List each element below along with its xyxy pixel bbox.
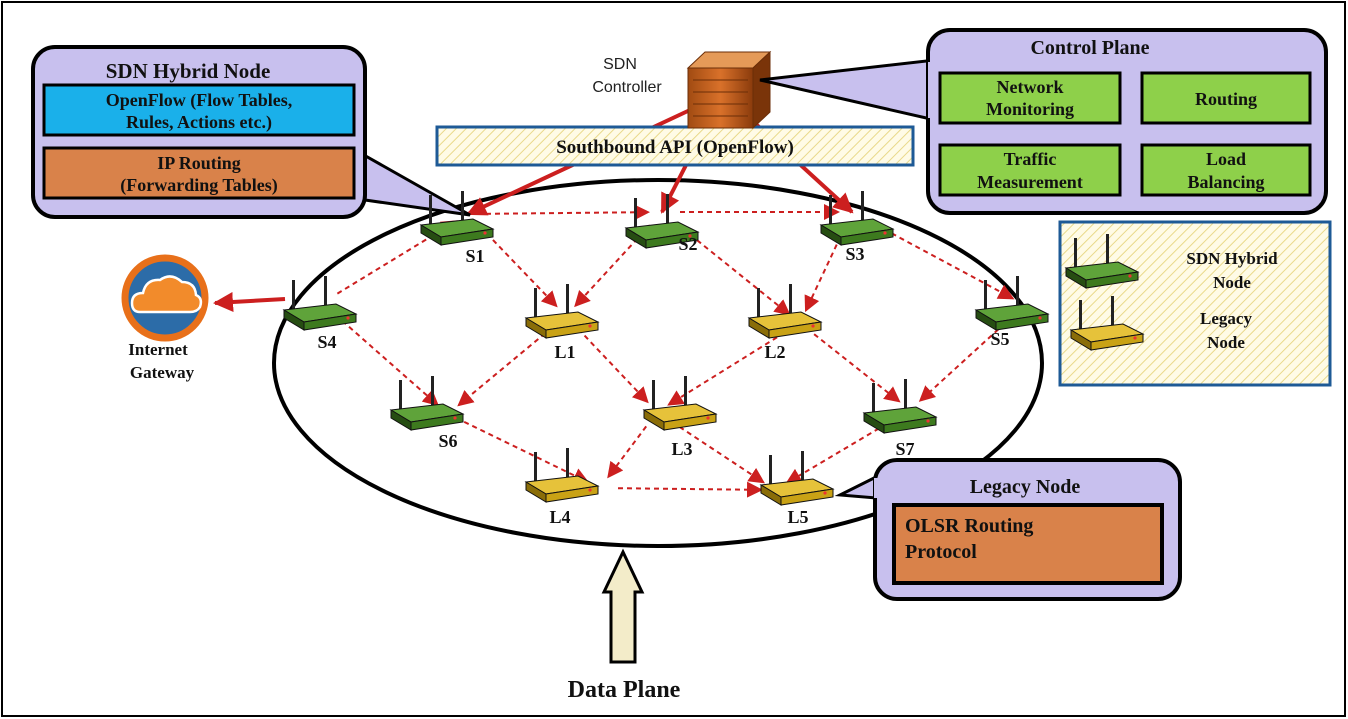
router-s5-icon xyxy=(974,276,1050,331)
ip-routing-line2: (Forwarding Tables) xyxy=(120,175,278,196)
cloud-icon xyxy=(121,254,209,342)
router-s1-icon xyxy=(419,191,495,246)
legend-hybrid-router-icon xyxy=(1064,234,1140,289)
mesh-links xyxy=(334,204,1015,498)
router-s7-icon xyxy=(862,379,938,434)
link-s5-s7 xyxy=(918,316,1013,402)
olsr-line2: Protocol xyxy=(905,541,977,563)
hybrid-callout-title: SDN Hybrid Node xyxy=(106,59,271,83)
legacy-node-callout: Legacy Node OLSR Routing Protocol xyxy=(834,458,1182,601)
legend-legacy-line1: Legacy xyxy=(1200,309,1252,328)
southbound-api-label: Southbound API (OpenFlow) xyxy=(556,137,794,158)
router-s2-icon xyxy=(624,194,700,249)
link-l2-s7 xyxy=(813,333,901,403)
gateway-link xyxy=(213,291,286,312)
legend-hybrid-line2: Node xyxy=(1213,273,1251,292)
ip-routing-line1: IP Routing xyxy=(157,153,241,173)
link-s2-l2 xyxy=(675,222,791,316)
cp-item-traffic-measurement xyxy=(938,143,1122,197)
openflow-box xyxy=(42,83,356,137)
cp-item-3-line1: Load xyxy=(1206,149,1246,169)
ip-routing-box xyxy=(42,146,356,200)
node-label-s6: S6 xyxy=(438,431,457,451)
data-plane-ellipse xyxy=(272,178,1044,548)
node-label-l2: L2 xyxy=(764,342,785,362)
link-l3-l4 xyxy=(607,425,648,479)
cp-item-routing xyxy=(1140,71,1312,125)
gateway-label-line2: Gateway xyxy=(130,363,195,382)
legend-legacy-router-icon xyxy=(1069,296,1145,351)
node-label-s4: S4 xyxy=(317,332,336,352)
router-s3-icon xyxy=(819,191,895,246)
link-l2-l3 xyxy=(667,331,786,406)
router-s6-icon xyxy=(389,376,465,431)
router-l1-icon xyxy=(524,284,600,339)
legend-box: SDN Hybrid Node Legacy Node xyxy=(1058,220,1332,387)
data-plane-arrow xyxy=(601,548,645,664)
node-label-s5: S5 xyxy=(990,329,1009,349)
cp-item-load-balancing xyxy=(1140,143,1312,197)
link-l3-l5 xyxy=(671,421,765,484)
node-label-l1: L1 xyxy=(554,342,575,362)
router-s4-icon xyxy=(282,276,358,331)
openflow-line1: OpenFlow (Flow Tables, xyxy=(106,90,293,111)
legend-hybrid-line1: SDN Hybrid xyxy=(1186,249,1278,268)
cp-item-network-monitoring xyxy=(938,71,1122,125)
cp-item-0-line1: Network xyxy=(997,77,1064,97)
node-label-l5: L5 xyxy=(787,507,808,527)
link-l1-s6 xyxy=(457,326,553,407)
southbound-api-bar: Southbound API (OpenFlow) xyxy=(435,125,915,167)
link-s1-l1 xyxy=(479,226,558,308)
node-label-s1: S1 xyxy=(465,246,484,266)
node-label-l4: L4 xyxy=(549,507,570,527)
link-s1-s2 xyxy=(485,204,651,221)
cp-item-2-line1: Traffic xyxy=(1004,149,1057,169)
control-plane-callout: Control Plane Network Monitoring Routing… xyxy=(759,28,1328,215)
legend-legacy-router xyxy=(1069,296,1145,351)
node-label-l3: L3 xyxy=(671,439,692,459)
olsr-box xyxy=(892,503,1164,585)
legend-hybrid-router xyxy=(1064,234,1140,289)
control-plane-title: Control Plane xyxy=(1030,37,1149,59)
router-l2-icon xyxy=(747,284,823,339)
link-s4-s6 xyxy=(334,314,439,407)
router-l4-icon xyxy=(524,448,600,503)
cp-item-3-line2: Balancing xyxy=(1187,172,1264,192)
link-l1-l3 xyxy=(577,328,649,404)
legacy-callout-title: Legacy Node xyxy=(970,476,1081,498)
olsr-line1: OLSR Routing xyxy=(905,515,1033,537)
data-plane-label: Data Plane xyxy=(568,677,681,703)
cp-item-0-line2: Monitoring xyxy=(986,99,1074,119)
cp-item-2-line2: Measurement xyxy=(977,172,1083,192)
hybrid-node-callout: SDN Hybrid Node OpenFlow (Flow Tables, R… xyxy=(31,45,471,219)
link-s6-l4 xyxy=(463,420,590,483)
node-label-s7: S7 xyxy=(895,439,914,459)
gateway-label-line1: Internet xyxy=(128,340,188,359)
router-l5-icon xyxy=(759,451,835,506)
legend-legacy-line2: Node xyxy=(1207,333,1245,352)
controller-label-line2: Controller xyxy=(592,79,662,96)
cp-item-1-line1: Routing xyxy=(1195,89,1257,109)
link-l4-l5 xyxy=(617,481,764,498)
openflow-line2: Rules, Actions etc.) xyxy=(126,112,272,133)
node-label-s3: S3 xyxy=(845,244,864,264)
sdn-controller-icon xyxy=(686,50,772,130)
link-s7-l5 xyxy=(785,418,896,484)
link-s3-l2 xyxy=(804,227,846,313)
router-l3-icon xyxy=(642,376,718,431)
node-label-s2: S2 xyxy=(678,234,697,254)
controller-label-line1: SDN xyxy=(603,56,637,73)
